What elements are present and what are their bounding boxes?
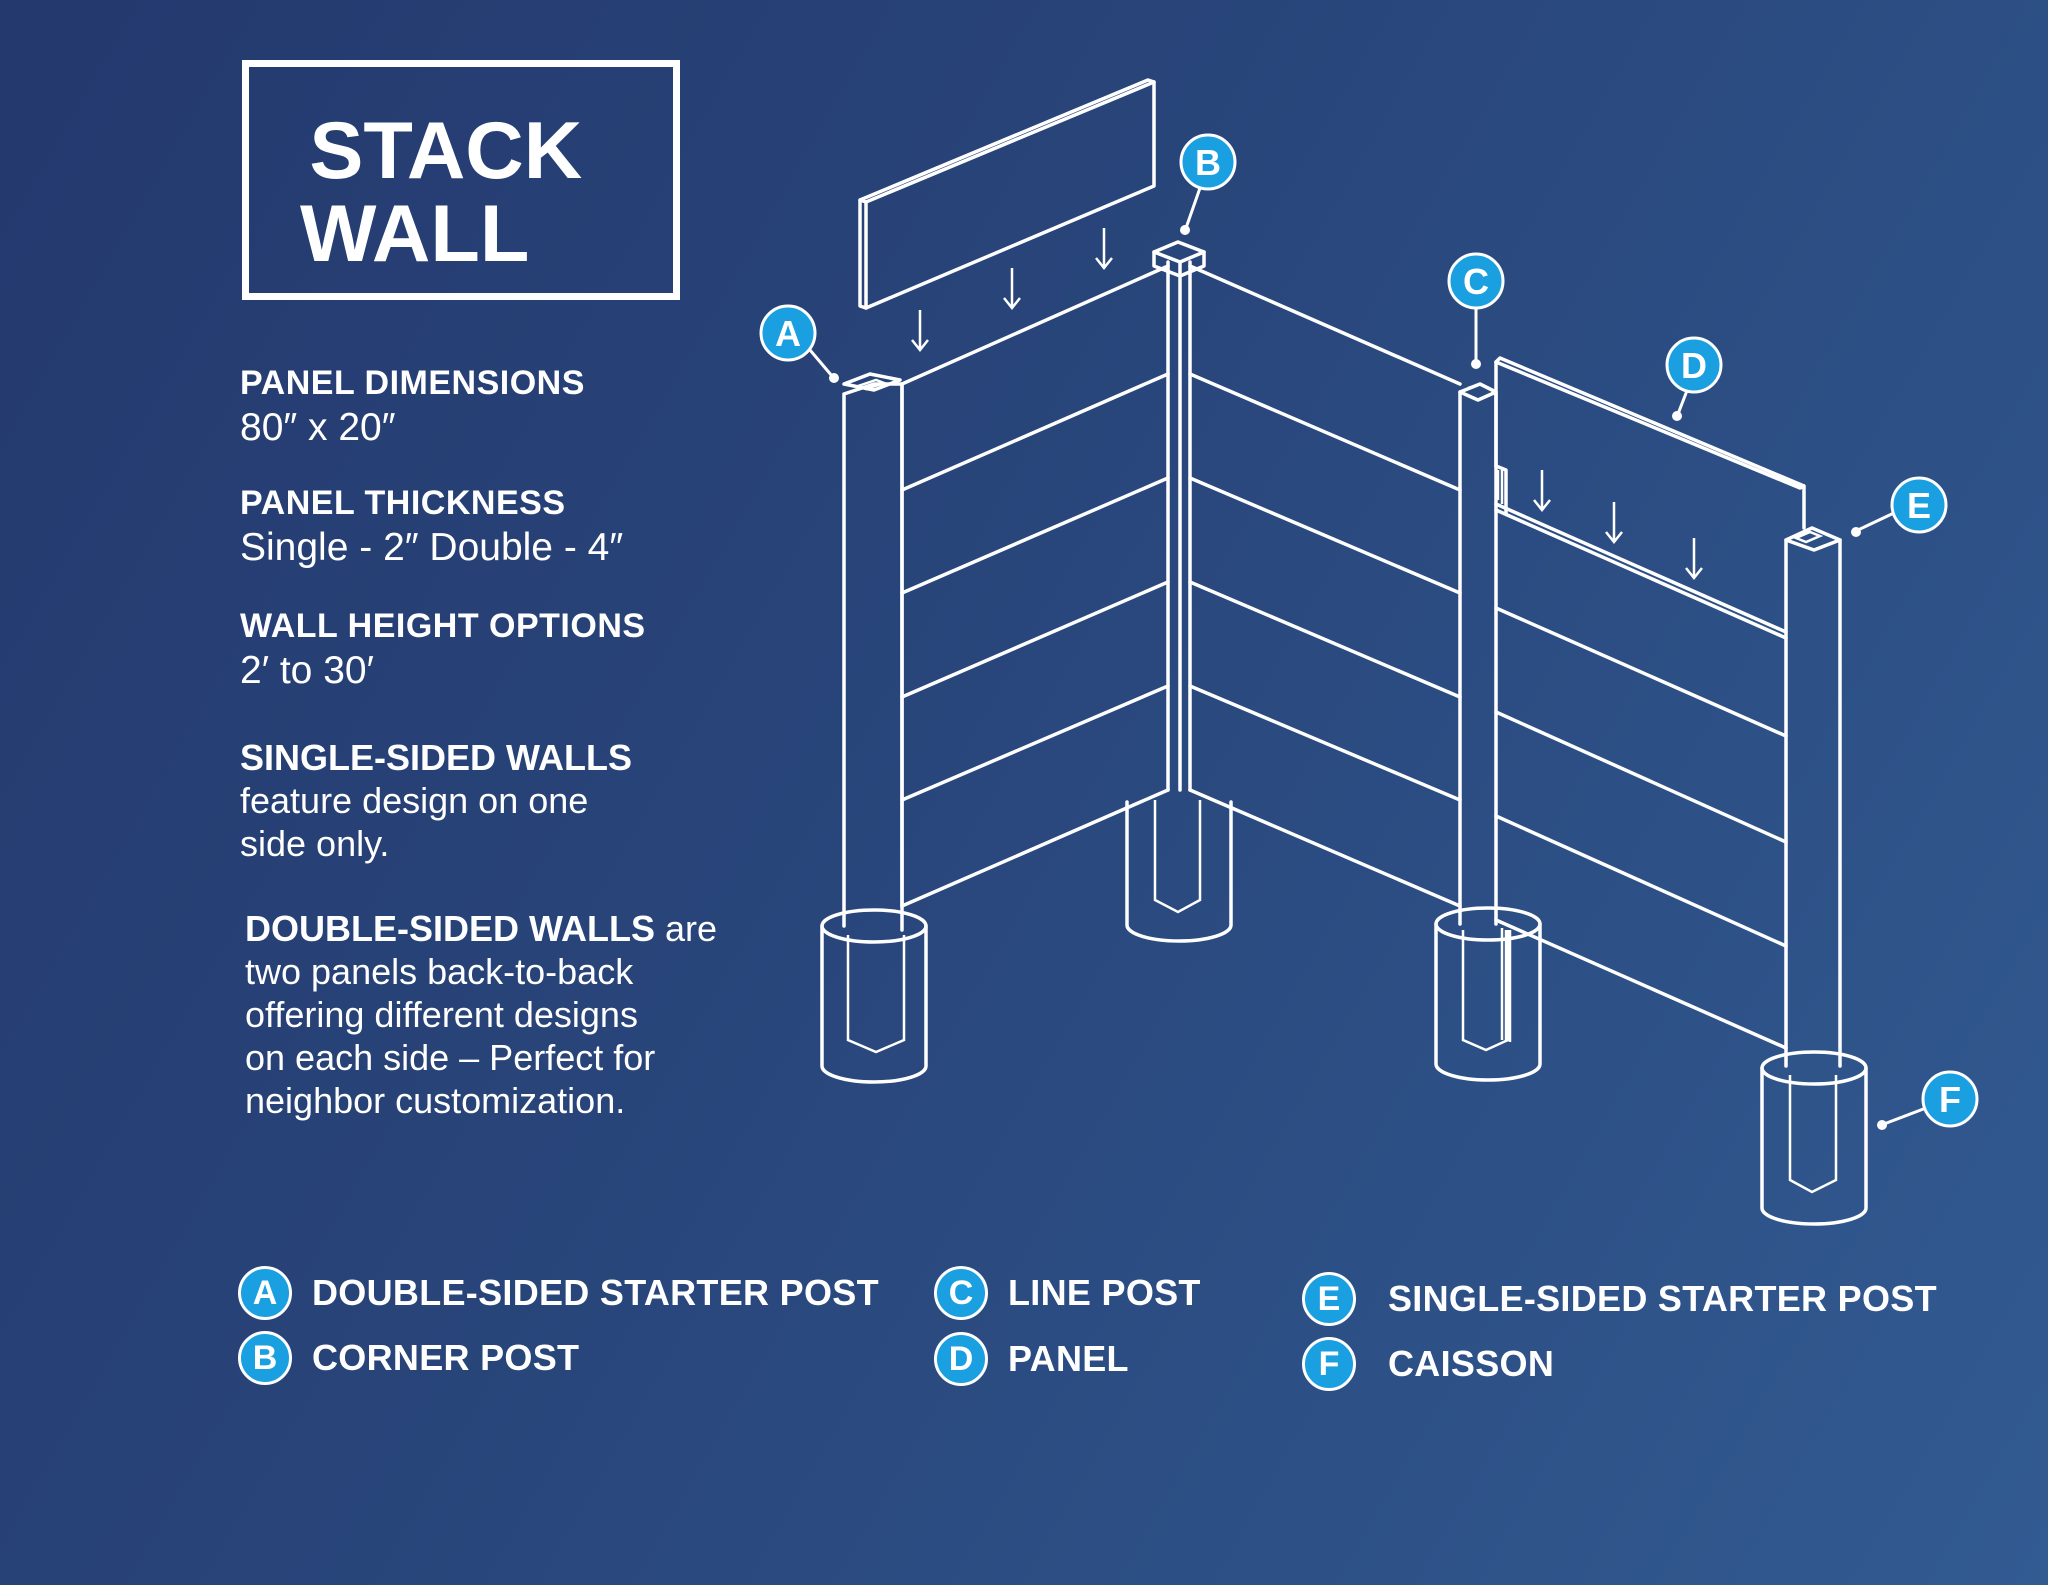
double-sided-line-2: offering different designs (245, 994, 638, 1035)
double-sided-description: DOUBLE-SIDED WALLS are two panels back-t… (245, 907, 717, 1122)
wall-height-value: 2′ to 30′ (240, 649, 374, 692)
callout-f-label: F (1939, 1079, 1961, 1120)
legend-item-e: E SINGLE-SIDED STARTER POST (1302, 1272, 1937, 1326)
callout-c: C (1447, 252, 1505, 369)
logo-graphic: STACK WALL (300, 106, 582, 279)
single-sided-description: SINGLE-SIDED WALLS feature design on one… (240, 736, 632, 865)
post-a-footing (846, 935, 906, 1054)
double-sided-line-4: neighbor customization. (245, 1080, 626, 1121)
logo-line-1: STACK (309, 106, 582, 196)
legend-badge-d: D (934, 1332, 988, 1386)
double-sided-title-rest: are (655, 908, 718, 949)
legend-item-d: D PANEL (934, 1332, 1129, 1386)
floating-panel-left (858, 78, 1156, 310)
callout-a: A (759, 304, 839, 383)
legend-badge-b: B (238, 1331, 292, 1385)
callout-d: D (1665, 336, 1723, 421)
double-sided-line-1: two panels back-to-back (245, 951, 634, 992)
callout-b-label: B (1195, 142, 1221, 183)
legend-label-d: PANEL (1008, 1338, 1129, 1379)
legend-item-a: A DOUBLE-SIDED STARTER POST (238, 1266, 879, 1320)
double-sided-line-3: on each side – Perfect for (245, 1037, 656, 1078)
legend-label-e: SINGLE-SIDED STARTER POST (1388, 1278, 1937, 1319)
caisson-f (1760, 1050, 1868, 1226)
caisson-a (820, 908, 928, 1084)
callout-c-label: C (1463, 261, 1489, 302)
post-b (1152, 240, 1206, 792)
panel-dimensions-title: PANEL DIMENSIONS (240, 364, 585, 402)
callout-a-label: A (775, 313, 801, 354)
post-c-footing (1461, 930, 1510, 1052)
single-sided-line-2: side only. (240, 823, 390, 864)
callout-f: F (1877, 1070, 1979, 1130)
legend-label-c: LINE POST (1008, 1272, 1201, 1313)
panel-dimensions-value: 80″ x 20″ (240, 406, 396, 449)
post-c (1458, 382, 1512, 1042)
far-wall-panels (1494, 464, 1788, 1050)
double-sided-title: DOUBLE-SIDED WALLS (245, 908, 655, 949)
install-arrows (911, 228, 1703, 581)
post-b-footing (1153, 800, 1202, 914)
post-e (1784, 526, 1842, 1068)
wall-height-title: WALL HEIGHT OPTIONS (240, 607, 646, 645)
panel-thickness-value: Single - 2″ Double - 4″ (240, 526, 624, 569)
legend-item-b: B CORNER POST (238, 1331, 579, 1385)
middle-wall-panels (1188, 264, 1462, 908)
legend-badge-a: A (238, 1266, 292, 1320)
legend-badge-c: C (934, 1266, 988, 1320)
callout-d-label: D (1681, 345, 1707, 386)
panel-thickness-title: PANEL THICKNESS (240, 484, 566, 522)
legend-item-f: F CAISSON (1302, 1337, 1554, 1391)
caisson-c (1434, 906, 1542, 1082)
callout-b: B (1179, 133, 1237, 235)
post-e-footing (1788, 1075, 1838, 1194)
single-sided-title: SINGLE-SIDED WALLS (240, 737, 633, 778)
legend-badge-f: F (1302, 1337, 1356, 1391)
single-sided-line-1: feature design on one (240, 780, 589, 821)
legend-item-c: C LINE POST (934, 1266, 1201, 1320)
stackwall-logo: STACK WALL (242, 60, 680, 300)
legend-badge-e: E (1302, 1272, 1356, 1326)
callout-e-label: E (1907, 485, 1931, 526)
legend-label-b: CORNER POST (312, 1337, 580, 1378)
post-a (842, 372, 904, 932)
panel-d (1494, 356, 1806, 530)
legend-label-a: DOUBLE-SIDED STARTER POST (312, 1272, 879, 1313)
logo-line-2: WALL (300, 189, 529, 279)
callout-e: E (1851, 476, 1948, 537)
caisson-b (1125, 800, 1233, 943)
legend-label-f: CAISSON (1388, 1343, 1555, 1384)
